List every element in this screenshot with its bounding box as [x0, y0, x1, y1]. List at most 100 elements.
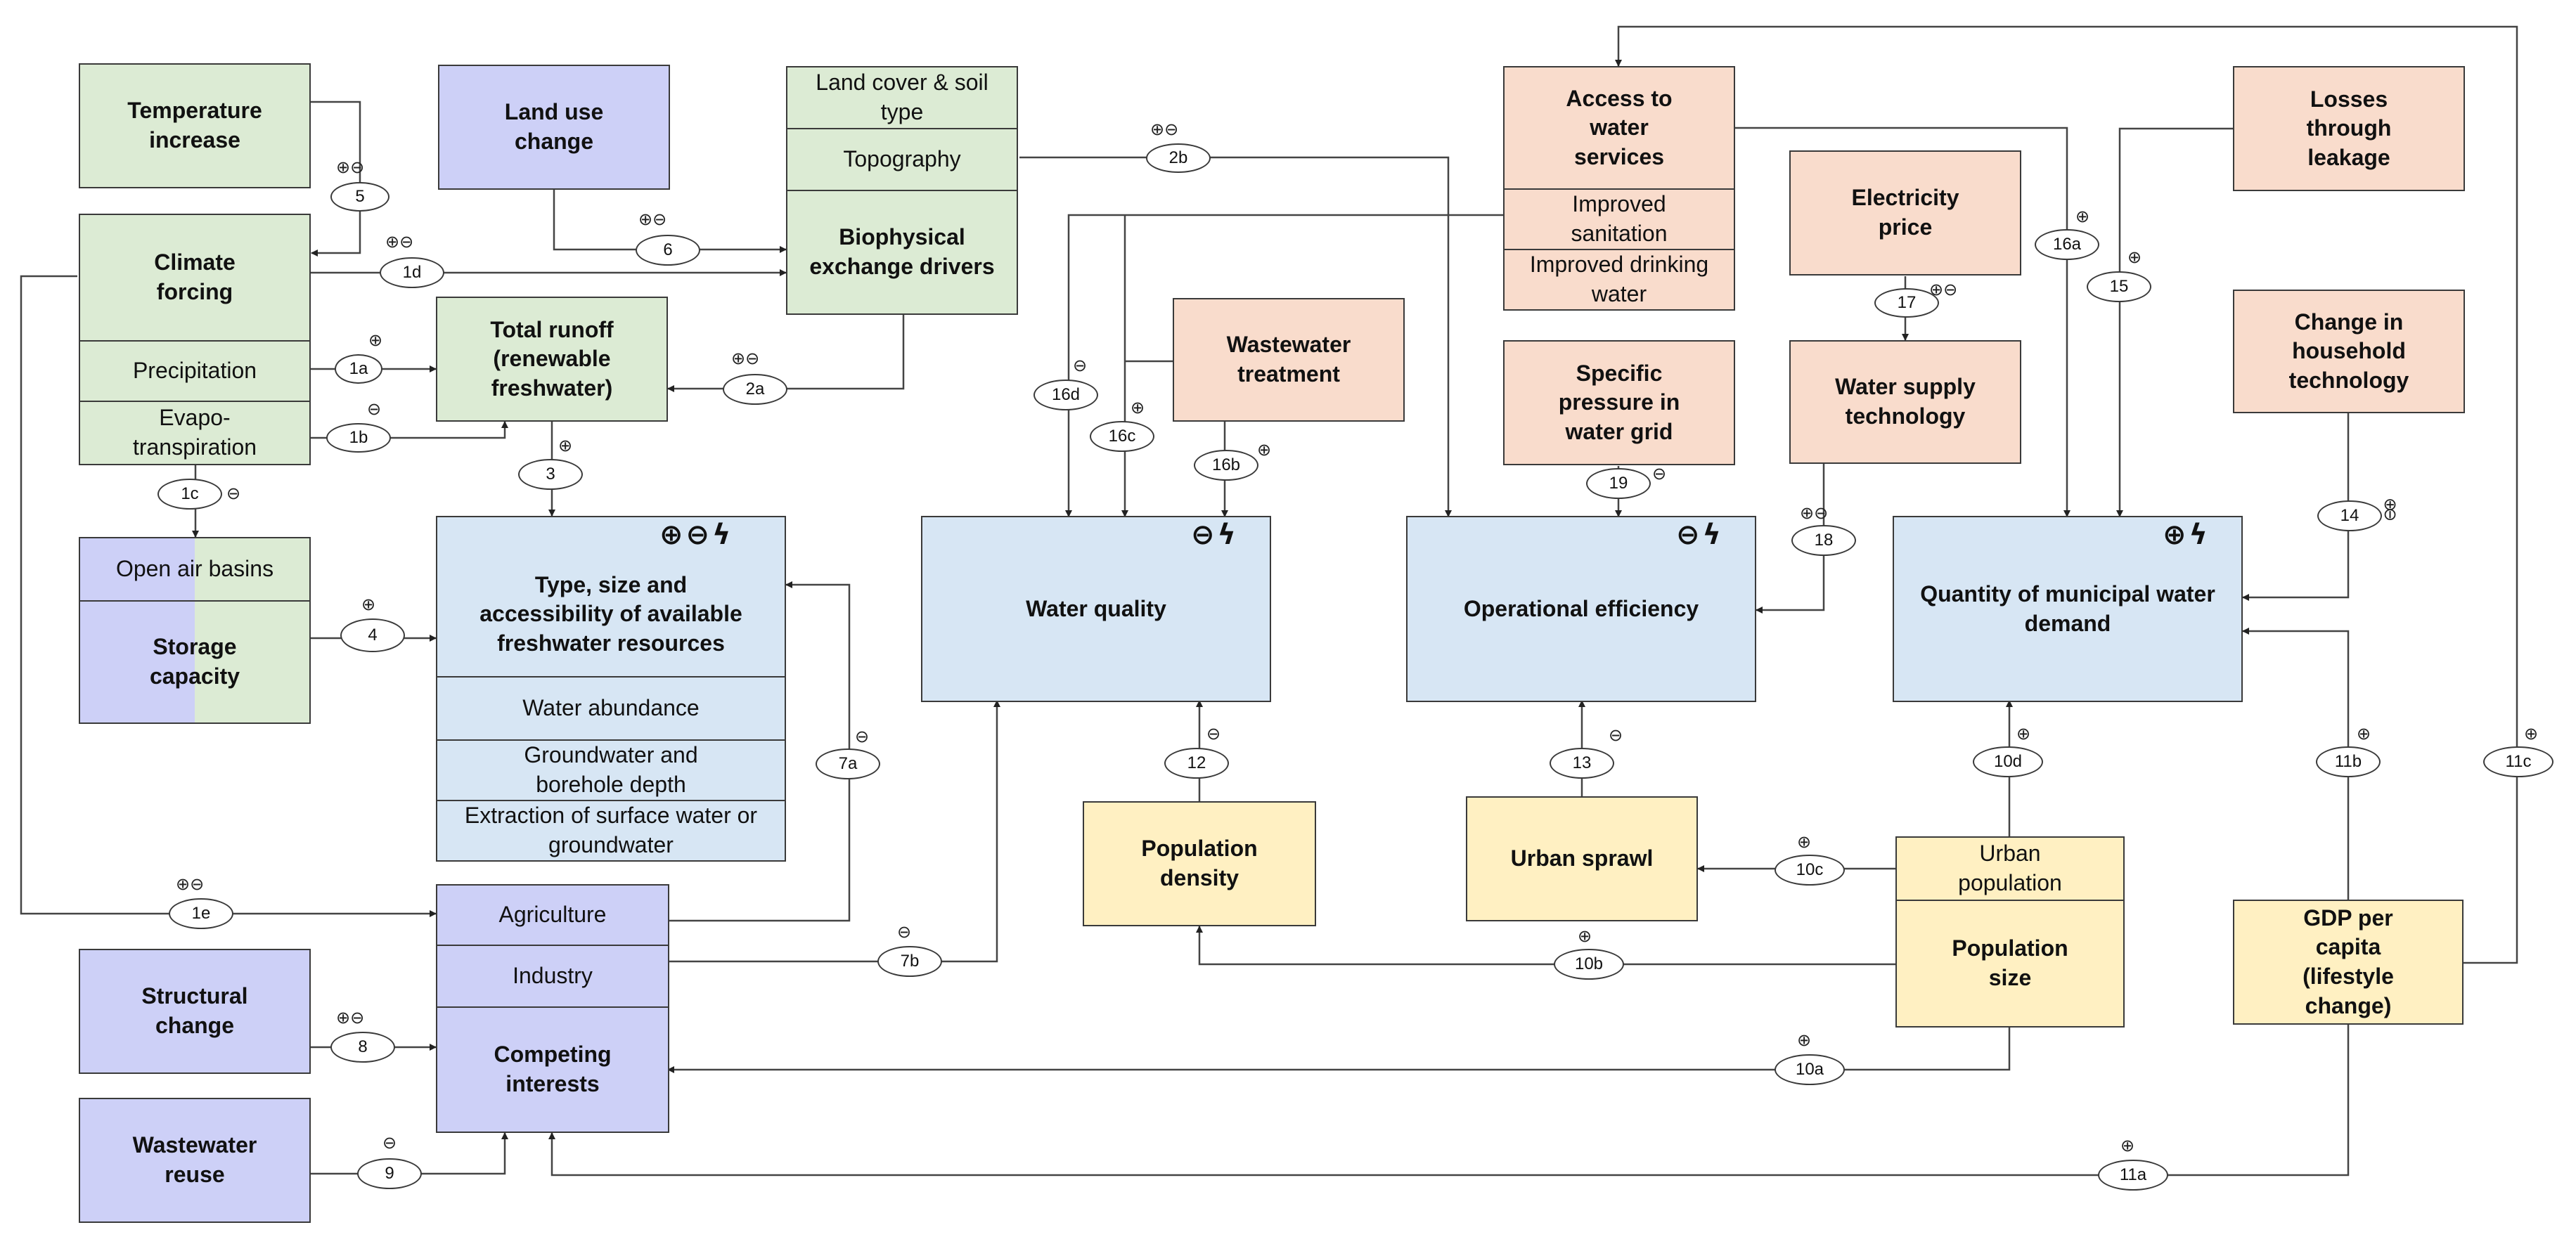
label-structural-change: Structural change [141, 983, 248, 1038]
link-sign-2b: ⊕⊖ [1150, 119, 1179, 139]
box-gdp-per-capita: GDP per capita (lifestyle change) [2233, 900, 2464, 1025]
link-label-14: 14 [2317, 500, 2382, 531]
label-population-size: Population size [1952, 935, 2068, 990]
operational-efficiency-symbols: ⊖ϟ [1676, 519, 1724, 551]
label-improved-drinking: Improved drinking water [1529, 252, 1709, 306]
box-total-runoff: Total runoff (renewable freshwater) [436, 297, 668, 422]
link-label-1c: 1c [157, 479, 222, 510]
municipal-demand-symbols: ⊕ϟ [2163, 519, 2210, 551]
link-label-17: 17 [1874, 288, 1939, 318]
link-sign-1b: ⊖ [367, 399, 382, 419]
label-change-household: Change in household technology [2288, 309, 2409, 393]
link-sign-7a: ⊖ [855, 727, 870, 746]
link-sign-16d: ⊖ [1073, 356, 1088, 375]
label-urban-sprawl: Urban sprawl [1510, 845, 1654, 871]
box-storage-capacity: Storage capacity [79, 600, 311, 724]
link-sign-19: ⊖ [1652, 464, 1667, 484]
edge-11a [548, 1025, 2350, 1177]
box-improved-sanitation: Improved sanitation [1503, 188, 1735, 250]
box-population-density: Population density [1083, 801, 1316, 926]
link-label-4: 4 [340, 618, 405, 652]
link-label-10c: 10c [1775, 855, 1845, 886]
box-industry: Industry [436, 945, 669, 1008]
edge-11c [1615, 25, 2518, 964]
link-sign-11a: ⊕ [2120, 1136, 2135, 1155]
label-population-density: Population density [1141, 836, 1258, 890]
label-biophysical: Biophysical exchange drivers [809, 224, 995, 279]
box-change-household: Change in household technology [2233, 290, 2465, 413]
link-sign-13: ⊖ [1609, 725, 1623, 745]
edge-11b [2242, 628, 2350, 900]
link-label-9: 9 [357, 1158, 422, 1189]
label-type-size: Type, size and accessibility of availabl… [479, 571, 742, 656]
label-specific-pressure: Specific pressure in water grid [1558, 360, 1680, 444]
link-label-5: 5 [330, 182, 389, 212]
label-urban-population: Urban population [1958, 841, 2062, 895]
label-wastewater-reuse: Wastewater reuse [132, 1132, 257, 1187]
box-extraction: Extraction of surface water or groundwat… [436, 800, 786, 862]
box-climate-forcing: Climate forcing [79, 214, 311, 342]
box-evapotranspiration: Evapo-transpiration [79, 401, 311, 465]
label-electricity-price: Electricity price [1851, 185, 1959, 240]
box-population-size: Population size [1895, 900, 2125, 1028]
link-sign-17: ⊕⊖ [1929, 280, 1958, 299]
box-operational-efficiency: Operational efficiency [1406, 516, 1756, 702]
link-sign-4: ⊕ [361, 595, 376, 614]
label-improved-sanitation: Improved sanitation [1571, 191, 1668, 246]
link-label-6: 6 [636, 235, 700, 266]
label-temperature-increase: Temperature increase [127, 98, 262, 153]
label-land-use-change: Land use change [504, 99, 604, 154]
label-operational-efficiency: Operational efficiency [1463, 595, 1699, 621]
box-access-water: Access to water services [1503, 66, 1735, 190]
box-biophysical: Biophysical exchange drivers [786, 190, 1018, 315]
link-sign-6: ⊕⊖ [638, 209, 667, 229]
box-specific-pressure: Specific pressure in water grid [1503, 340, 1735, 465]
edge-10b [1196, 926, 1897, 966]
box-electricity-price: Electricity price [1789, 150, 2021, 276]
edge-18 [1756, 464, 1825, 614]
link-sign-1c: ⊖ [226, 484, 241, 503]
label-water-quality: Water quality [1026, 595, 1166, 621]
link-sign-7b: ⊖ [897, 922, 912, 942]
box-urban-sprawl: Urban sprawl [1466, 796, 1698, 921]
link-sign-1d: ⊕⊖ [385, 232, 414, 252]
link-sign-8: ⊕⊖ [336, 1008, 365, 1028]
edge-15 [2116, 127, 2234, 517]
box-losses-leakage: Losses through leakage [2233, 66, 2465, 191]
link-sign-2a: ⊕⊖ [731, 349, 760, 368]
edge-10a [667, 1028, 2011, 1073]
link-label-15: 15 [2087, 271, 2151, 302]
box-municipal-demand: Quantity of municipal water demand [1893, 516, 2243, 702]
label-wastewater-treatment: Wastewater treatment [1226, 332, 1351, 387]
link-sign-10a: ⊕ [1797, 1030, 1812, 1050]
link-label-18: 18 [1791, 525, 1856, 556]
box-wastewater-reuse: Wastewater reuse [79, 1098, 311, 1223]
label-municipal-demand: Quantity of municipal water demand [1920, 581, 2215, 636]
link-sign-14: ⊕⊖ [2381, 498, 2400, 518]
link-label-10d: 10d [1973, 746, 2043, 777]
label-climate-forcing: Climate forcing [154, 249, 236, 304]
box-open-air-basins: Open air basins [79, 537, 311, 602]
link-label-7b: 7b [877, 946, 942, 977]
link-sign-18: ⊕⊖ [1800, 503, 1829, 523]
box-improved-drinking: Improved drinking water [1503, 249, 1735, 311]
link-sign-9: ⊖ [382, 1133, 397, 1153]
edge-14 [2242, 413, 2350, 601]
box-topography: Topography [786, 128, 1018, 191]
label-topography: Topography [843, 146, 961, 172]
label-groundwater-depth: Groundwater and borehole depth [524, 742, 698, 797]
link-sign-16c: ⊕ [1131, 398, 1145, 417]
box-agriculture: Agriculture [436, 884, 669, 946]
box-wastewater-treatment: Wastewater treatment [1173, 298, 1405, 422]
link-sign-15: ⊕ [2127, 247, 2142, 267]
water-quality-symbols: ⊖ϟ [1191, 519, 1239, 551]
link-sign-10b: ⊕ [1578, 926, 1592, 946]
link-label-10b: 10b [1554, 949, 1624, 980]
link-label-1e: 1e [169, 898, 233, 929]
link-label-11b: 11b [2316, 746, 2381, 777]
link-sign-11c: ⊕ [2524, 724, 2539, 744]
link-sign-1e: ⊕⊖ [176, 874, 205, 894]
box-competing-interests: Competing interests [436, 1006, 669, 1133]
link-label-13: 13 [1550, 748, 1614, 779]
